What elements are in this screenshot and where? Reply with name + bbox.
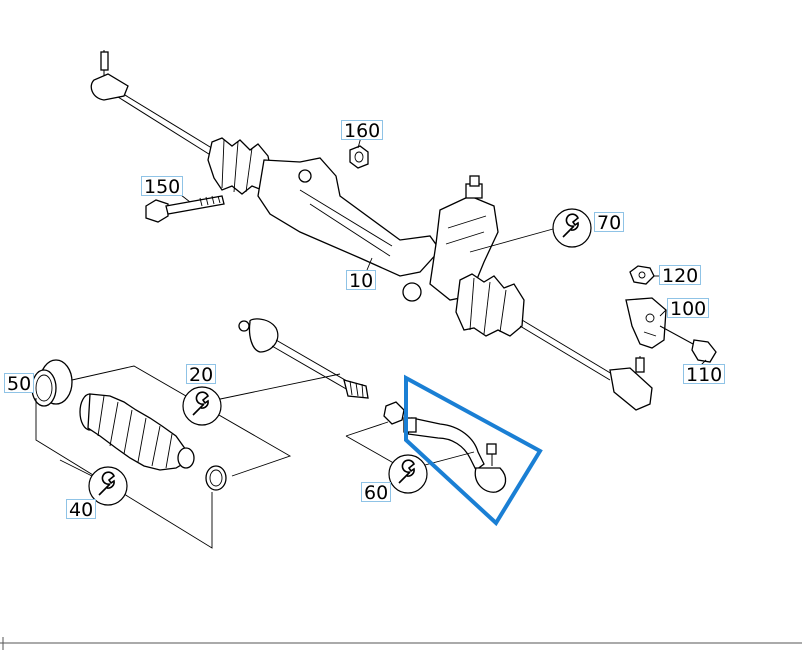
callout-120[interactable]: 120 bbox=[659, 265, 702, 286]
wrench-icon bbox=[182, 386, 222, 426]
nut-160[interactable] bbox=[349, 145, 369, 169]
callout-70[interactable]: 70 bbox=[594, 212, 625, 233]
wrench-icon bbox=[388, 454, 428, 494]
callout-40[interactable]: 40 bbox=[66, 499, 97, 520]
steering-rack-assembly[interactable] bbox=[90, 50, 653, 411]
callout-150[interactable]: 150 bbox=[141, 176, 184, 197]
callout-50[interactable]: 50 bbox=[4, 373, 35, 394]
small-clamp[interactable] bbox=[205, 465, 227, 491]
wrench-icon bbox=[552, 208, 592, 248]
callout-100[interactable]: 100 bbox=[667, 298, 710, 319]
callout-110[interactable]: 110 bbox=[683, 364, 726, 385]
boot-40[interactable] bbox=[79, 393, 195, 471]
bracket-100[interactable] bbox=[625, 297, 667, 349]
nut-120[interactable] bbox=[629, 265, 655, 285]
callout-60[interactable]: 60 bbox=[361, 482, 392, 503]
bolt-110[interactable] bbox=[659, 325, 717, 363]
bolt-150[interactable] bbox=[145, 195, 225, 223]
clamp-50[interactable] bbox=[31, 359, 73, 407]
highlight-outline bbox=[404, 374, 543, 527]
callout-10[interactable]: 10 bbox=[346, 270, 377, 291]
callout-160[interactable]: 160 bbox=[341, 120, 384, 141]
callout-20[interactable]: 20 bbox=[186, 364, 217, 385]
inner-tie-rod-20[interactable] bbox=[238, 318, 369, 399]
